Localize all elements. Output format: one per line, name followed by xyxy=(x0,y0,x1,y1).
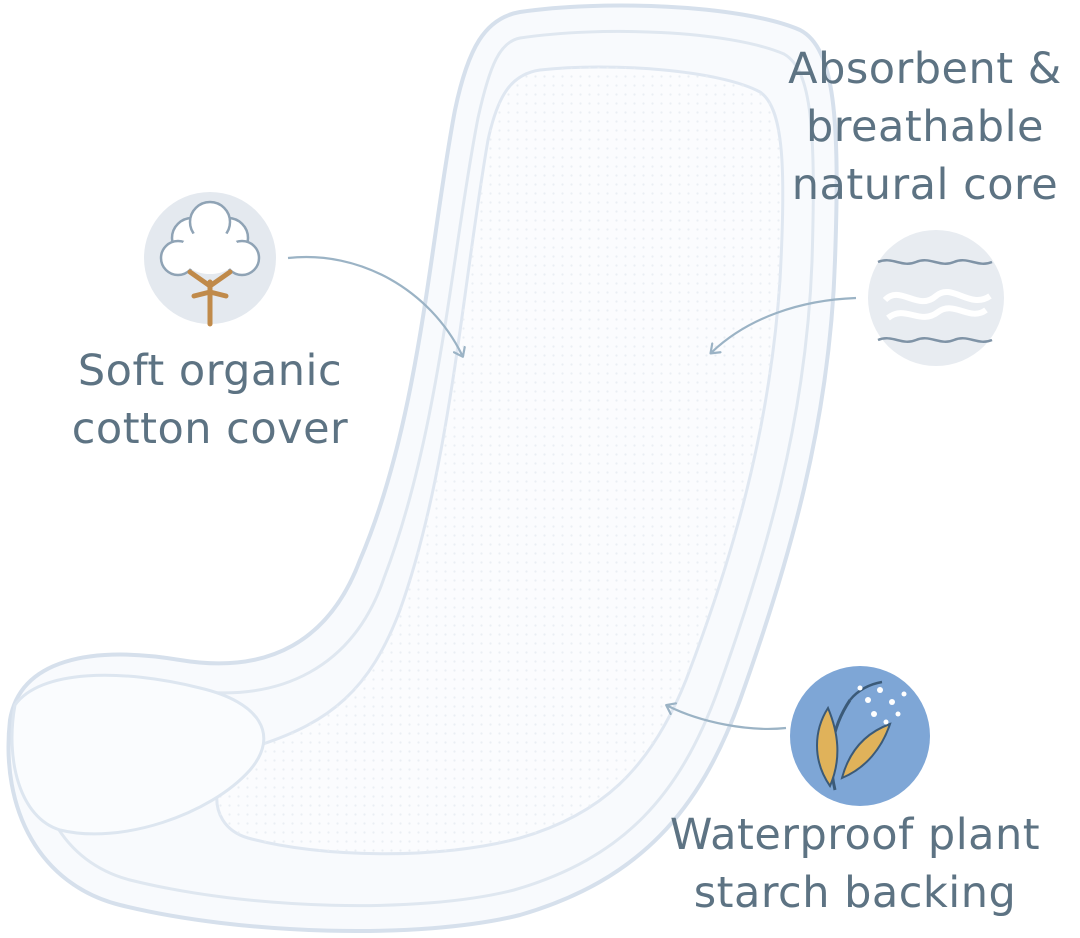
natural-core-label-line3: natural core xyxy=(791,160,1059,210)
starch-backing-label-line1: Waterproof plant xyxy=(669,810,1041,860)
absorbent-core-icon xyxy=(868,230,1004,366)
arrow-core-to-core xyxy=(712,296,857,352)
arrow-cotton-to-cover xyxy=(287,255,462,355)
pad-illustration xyxy=(6,3,839,934)
cotton-cover-label-line2: cotton cover xyxy=(71,404,349,454)
starch-backing-label: Waterproof plant starch backing xyxy=(645,806,1065,922)
cotton-boll-icon xyxy=(144,192,276,327)
pad-edge-ring xyxy=(35,29,815,908)
cotton-cover-label-line1: Soft organic xyxy=(77,346,343,396)
natural-core-label-line1: Absorbent & xyxy=(788,44,1062,94)
plant-starch-icon xyxy=(790,666,930,806)
starch-backing-label-line2: starch backing xyxy=(693,868,1017,918)
natural-core-label-line2: breathable xyxy=(806,102,1044,152)
pad-bottom-flap xyxy=(10,673,266,836)
arrow-backing-to-shell xyxy=(668,706,787,730)
natural-core-label: Absorbent & breathable natural core xyxy=(770,40,1080,214)
cotton-cover-label: Soft organic cotton cover xyxy=(60,342,360,458)
